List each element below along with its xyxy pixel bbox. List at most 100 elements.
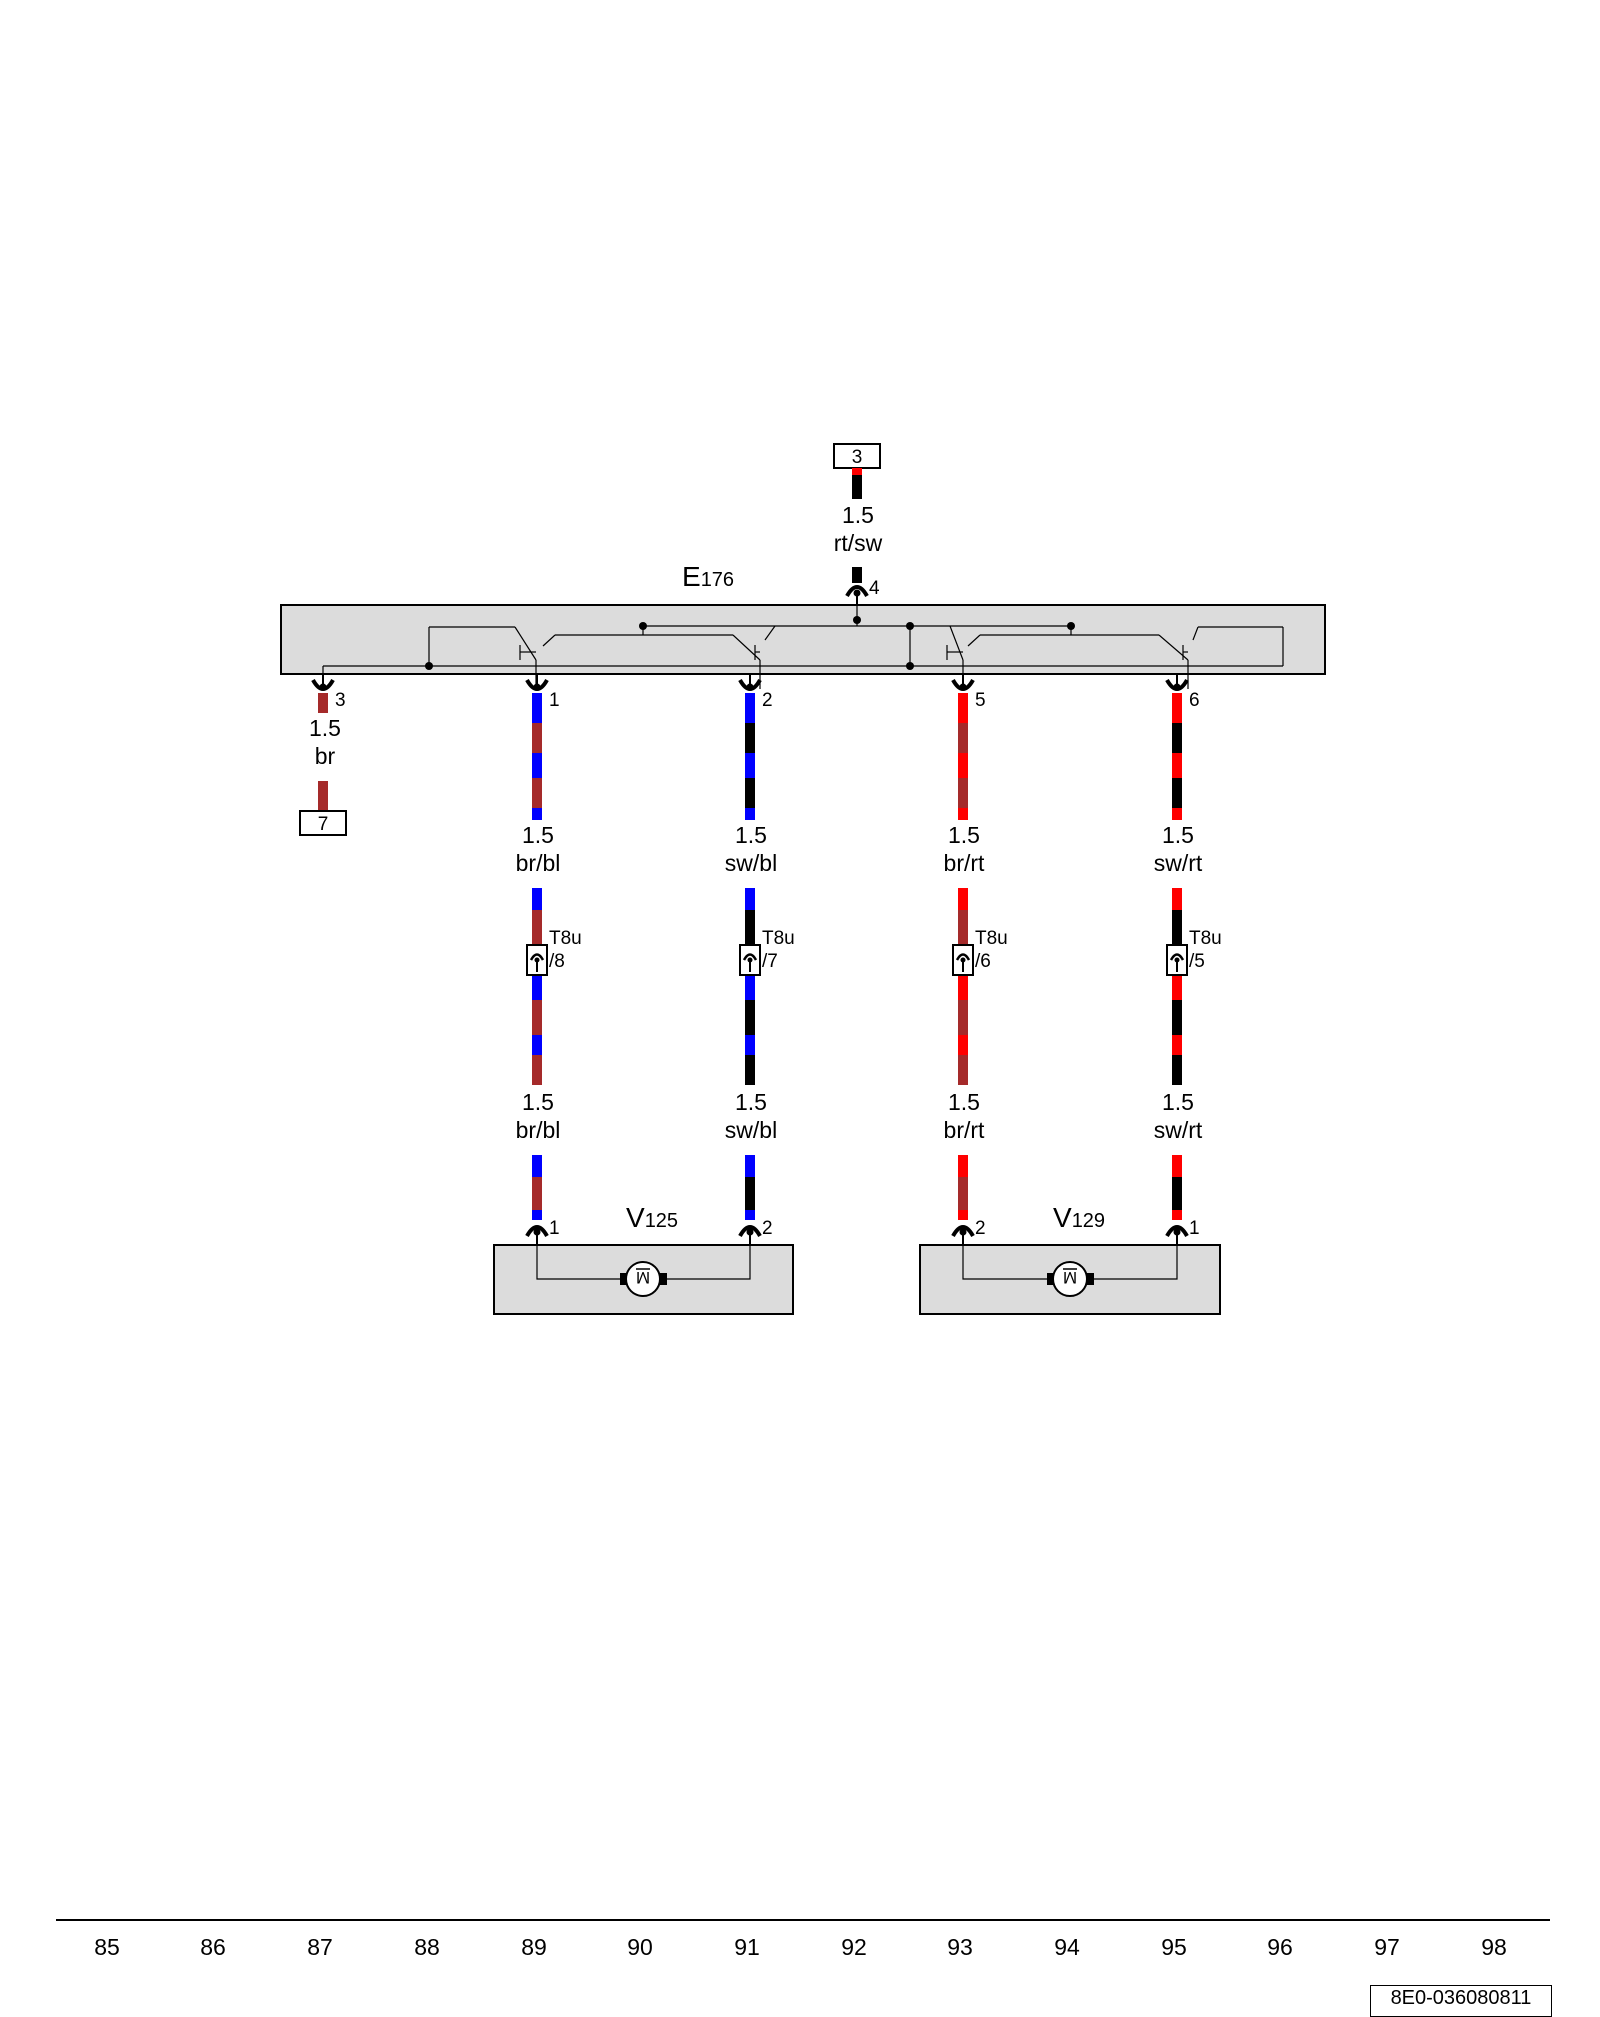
wire-column-2: 2 1.5 sw/bl T8u /7 1.5 sw/bl xyxy=(725,674,795,1245)
wire-2-color-top: sw/bl xyxy=(725,850,777,876)
wire-2-inline-connector xyxy=(739,944,761,976)
column-number: 89 xyxy=(521,1934,547,1960)
wire-4-size-top: 1.5 xyxy=(1162,822,1194,848)
motor-v125: V125 M xyxy=(493,1202,794,1315)
wire-4-color-bottom: sw/rt xyxy=(1154,1117,1203,1143)
motor-icon: M xyxy=(620,1261,667,1297)
supply-wire-size: 1.5 xyxy=(842,502,874,528)
supply-wire-black xyxy=(852,475,862,499)
wire-4-connector-id: T8u xyxy=(1189,928,1222,949)
wire-1-connector-pin: /8 xyxy=(549,951,565,972)
supply-pin-number: 4 xyxy=(869,578,880,599)
wire-3-segment-a xyxy=(958,693,968,820)
ground-circuit: 3 1.5 br 7 xyxy=(299,674,347,836)
wire-1-connector-id: T8u xyxy=(549,928,582,949)
wire-4-motor-pin-connector xyxy=(1165,1225,1189,1245)
wire-1-color-top: br/bl xyxy=(516,850,561,876)
wire-4-segment-b xyxy=(1172,888,1182,1085)
column-number: 88 xyxy=(414,1934,440,1960)
wire-3-size-top: 1.5 xyxy=(948,822,980,848)
footer-ruler: 85 86 87 88 89 90 91 92 93 94 95 96 97 9… xyxy=(56,1919,1550,1960)
supply-wire-red xyxy=(852,468,862,475)
column-number: 97 xyxy=(1374,1934,1400,1960)
wire-2-color-bottom: sw/bl xyxy=(725,1117,777,1143)
wire-4-inline-connector xyxy=(1166,944,1188,976)
wire-2-size-top: 1.5 xyxy=(735,822,767,848)
wire-1-pin-number: 1 xyxy=(549,690,560,711)
svg-text:M: M xyxy=(1063,1268,1077,1287)
wire-2-connector-pin: /7 xyxy=(762,951,778,972)
column-number: 86 xyxy=(200,1934,226,1960)
wire-column-4: 6 1.5 sw/rt T8u /5 1.5 sw/rt xyxy=(1154,674,1222,1245)
column-number: 96 xyxy=(1267,1934,1293,1960)
wire-3-motor-pin-number: 2 xyxy=(975,1218,986,1239)
column-number: 91 xyxy=(734,1934,760,1960)
ground-terminal-label: 7 xyxy=(318,814,329,835)
column-number: 92 xyxy=(841,1934,867,1960)
wire-4-pin-number: 6 xyxy=(1189,690,1200,711)
wire-4-segment-a xyxy=(1172,693,1182,820)
motor-v129: V129 M xyxy=(919,1202,1221,1315)
wire-1-inline-connector xyxy=(526,944,548,976)
wire-2-size-bottom: 1.5 xyxy=(735,1089,767,1115)
wire-2-segment-c xyxy=(745,1155,755,1220)
svg-text:M: M xyxy=(636,1268,650,1287)
wire-2-pin-number: 2 xyxy=(762,690,773,711)
wire-column-1: 1 1.5 br/bl T8u /8 1.5 br/bl xyxy=(516,674,582,1245)
wire-4-size-bottom: 1.5 xyxy=(1162,1089,1194,1115)
wire-2-motor-pin-number: 2 xyxy=(762,1218,773,1239)
wire-4-pin-connector xyxy=(1165,674,1189,691)
wire-3-segment-b xyxy=(958,888,968,1085)
column-number: 90 xyxy=(627,1934,653,1960)
wire-1-motor-pin-number: 1 xyxy=(549,1218,560,1239)
e176-body xyxy=(280,604,1326,675)
wire-3-connector-id: T8u xyxy=(975,928,1008,949)
column-number: 93 xyxy=(947,1934,973,1960)
page-reference-code: 8E0-036080811 xyxy=(1390,1987,1532,2009)
wire-3-color-bottom: br/rt xyxy=(944,1117,986,1143)
motor-icon: M xyxy=(1047,1261,1094,1297)
wire-2-pin-connector xyxy=(738,674,762,691)
wire-3-motor-pin-connector xyxy=(951,1225,975,1245)
v125-label: V125 xyxy=(626,1202,678,1233)
wire-1-motor-pin-connector xyxy=(525,1225,549,1245)
supply-terminal-label: 3 xyxy=(852,447,863,468)
wire-3-color-top: br/rt xyxy=(944,850,986,876)
wire-2-connector-id: T8u xyxy=(762,928,795,949)
wire-2-motor-pin-connector xyxy=(738,1225,762,1245)
supply-wire-color: rt/sw xyxy=(834,530,883,556)
ground-wire-color: br xyxy=(315,743,336,769)
column-number: 98 xyxy=(1481,1934,1507,1960)
wire-4-motor-pin-number: 1 xyxy=(1189,1218,1200,1239)
page-reference-box: 8E0-036080811 xyxy=(1370,1985,1552,2017)
column-number: 87 xyxy=(307,1934,333,1960)
wire-1-pin-connector xyxy=(525,674,549,691)
e176-label: E176 xyxy=(682,561,734,592)
wire-4-color-top: sw/rt xyxy=(1154,850,1203,876)
supply-circuit: 3 1.5 rt/sw 4 xyxy=(833,443,883,605)
wire-1-color-bottom: br/bl xyxy=(516,1117,561,1143)
v129-label: V129 xyxy=(1053,1202,1105,1233)
ground-wire-lower xyxy=(318,781,328,811)
wire-4-segment-c xyxy=(1172,1155,1182,1220)
wire-4-connector-pin: /5 xyxy=(1189,951,1205,972)
e176-junction-dots xyxy=(425,616,1075,670)
ground-pin-number: 3 xyxy=(335,690,346,711)
ground-wire-size: 1.5 xyxy=(309,715,341,741)
ground-wire-upper xyxy=(318,693,328,713)
supply-wire-black-lower xyxy=(852,567,862,583)
wire-3-pin-connector xyxy=(951,674,975,691)
wire-2-segment-a xyxy=(745,693,755,820)
wire-2-segment-b xyxy=(745,888,755,1085)
ground-terminal-box xyxy=(299,810,347,836)
column-number: 85 xyxy=(94,1934,120,1960)
column-number: 94 xyxy=(1054,1934,1080,1960)
wire-column-3: 5 1.5 br/rt T8u /6 1.5 br/rt xyxy=(944,674,1008,1245)
e176-switch-network xyxy=(322,605,1284,689)
ground-pin-connector xyxy=(311,674,335,691)
component-e176: E176 xyxy=(280,561,1326,689)
wire-3-pin-number: 5 xyxy=(975,690,986,711)
wire-3-size-bottom: 1.5 xyxy=(948,1089,980,1115)
wire-3-segment-c xyxy=(958,1155,968,1220)
wire-1-size-top: 1.5 xyxy=(522,822,554,848)
